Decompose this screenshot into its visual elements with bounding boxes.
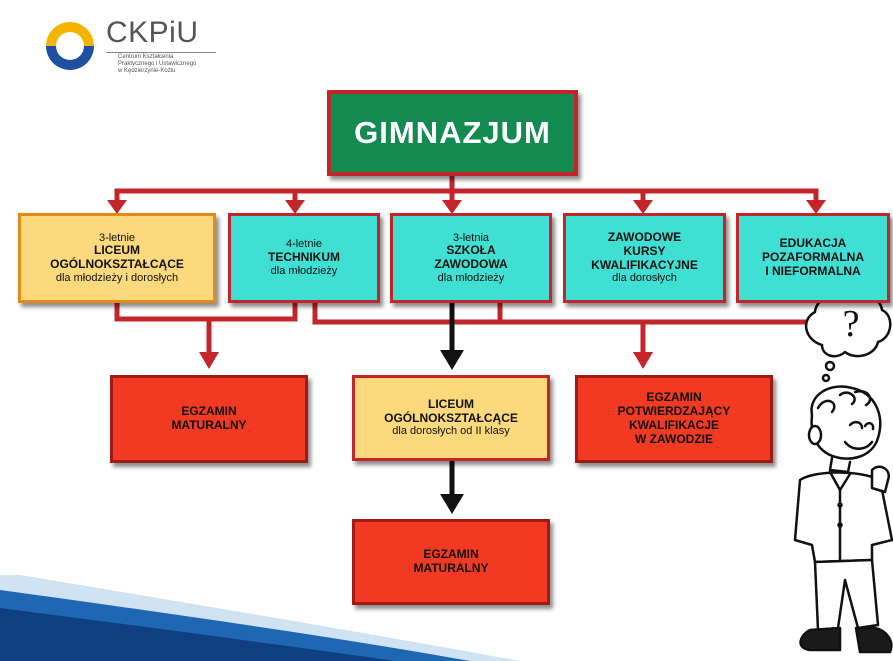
node-edukacja-line1: EDUKACJA [779, 236, 847, 251]
node-liceum-line3: OGÓLNOKSZTAŁCĄCE [50, 257, 184, 271]
node-edukacja-pozaformalna: EDUKACJA POZAFORMALNA I NIEFORMALNA [736, 213, 890, 303]
node-edukacja-line3: I NIEFORMALNA [765, 263, 861, 278]
thinking-person-illustration [793, 293, 893, 654]
logo-subtitle-1: Centrum Kształcenia [118, 54, 174, 60]
node-edukacja-line2: POZAFORMALNA [762, 250, 864, 265]
node-kursy-line2: KURSY [623, 243, 666, 258]
node-szkola-line4: dla młodzieży [437, 271, 505, 284]
node-kursy-line3: KWALIFIKACYJNE [591, 257, 698, 272]
node-egzamin-maturalny-2-line2: MATURALNY [413, 561, 489, 575]
node-szkola-line3: ZAWODOWA [434, 257, 508, 271]
logo-name: CKPiU [106, 16, 199, 49]
node-gimnazjum: GIMNAZJUM [327, 90, 578, 176]
node-egzamin-zawodowy-line1: EGZAMIN [646, 390, 702, 405]
node-egzamin-maturalny-1-line1: EGZAMIN [181, 404, 237, 419]
node-technikum: 4-letnie TECHNIKUM dla młodzieży [228, 213, 380, 303]
node-szkola-line1: 3-letnia [452, 231, 490, 244]
node-technikum-line1: 4-letnie [285, 238, 323, 251]
node-egzamin-zawodowy: EGZAMIN POTWIERDZAJĄCY KWALIFIKACJE W ZA… [575, 375, 773, 463]
logo-mark-icon [46, 22, 94, 70]
ckpiu-logo: CKPiU Centrum Kształcenia Praktycznego i… [40, 16, 220, 76]
node-szkola-line2: SZKOŁA [446, 243, 496, 258]
node-egzamin-maturalny-2-line1: EGZAMIN [423, 547, 479, 562]
node-szkola-zawodowa: 3-letnia SZKOŁA ZAWODOWA dla młodzieży [390, 213, 552, 303]
logo-underline [106, 52, 216, 53]
node-liceum-doroslych-line3: dla dorosłych od II klasy [392, 425, 510, 438]
node-technikum-line2: TECHNIKUM [268, 250, 340, 265]
node-liceum-line4: dla młodzieży i dorosłych [55, 271, 179, 284]
node-technikum-line3: dla młodzieży [270, 264, 338, 277]
node-egzamin-maturalny-1: EGZAMIN MATURALNY [110, 375, 308, 463]
arrowheads-red [107, 200, 826, 369]
node-egzamin-maturalny-1-line2: MATURALNY [171, 418, 247, 432]
logo-subtitle-3: w Kędzierzynie-Koźlu [118, 68, 176, 74]
node-liceum-doroslych-line2: OGÓLNOKSZTAŁCĄCE [384, 410, 518, 425]
node-egzamin-zawodowy-line2: POTWIERDZAJĄCY [617, 404, 731, 419]
arrowheads-black [440, 350, 464, 514]
thought-bubble-question-mark: ? [842, 303, 860, 345]
node-kursy-line4: dla dorosłych [612, 272, 677, 285]
node-liceum-doroslych-line1: LICEUM [428, 396, 474, 411]
node-egzamin-maturalny-2: EGZAMIN MATURALNY [352, 519, 550, 605]
node-kursy-line1: ZAWODOWE [607, 229, 682, 244]
node-gimnazjum-title: GIMNAZJUM [354, 115, 551, 151]
node-liceum-dla-doroslych: LICEUM OGÓLNOKSZTAŁCĄCE dla dorosłych od… [352, 375, 550, 461]
node-egzamin-zawodowy-line3: KWALIFIKACJE [629, 418, 719, 432]
logo-subtitle-2: Praktycznego i Ustawicznego [118, 61, 197, 67]
node-liceum-ogolnoksztalcace: 3-letnie LICEUM OGÓLNOKSZTAŁCĄCE dla mło… [18, 213, 216, 303]
node-liceum-line1: 3-letnie [98, 231, 136, 244]
node-liceum-line2: LICEUM [94, 243, 140, 258]
node-egzamin-zawodowy-line4: W ZAWODZIE [635, 431, 713, 446]
node-kursy-kwalifikacyjne: ZAWODOWE KURSY KWALIFIKACYJNE dla dorosł… [563, 213, 726, 303]
